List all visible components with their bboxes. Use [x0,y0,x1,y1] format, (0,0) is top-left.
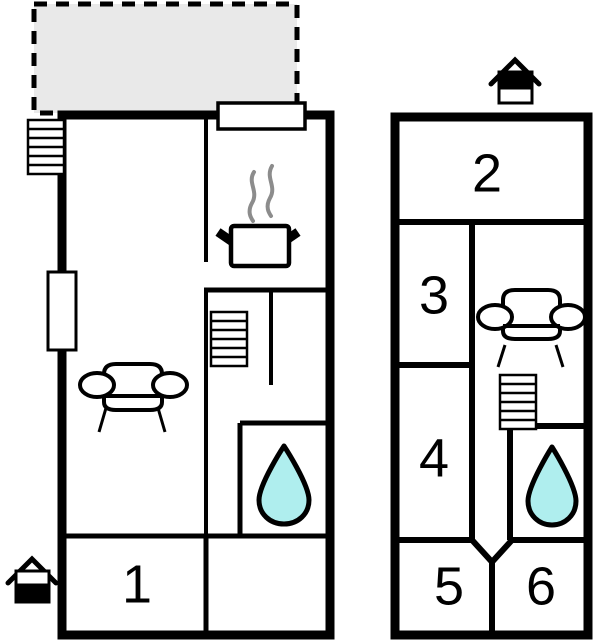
kitchen-pot-icon [215,164,301,269]
terrace-area [31,1,300,116]
water-drop-icon-ground [256,443,312,527]
upper-floor-diagonal-wall-right [489,537,515,565]
room-number-1: 1 [122,554,152,614]
sofa-icon-upper [476,288,587,368]
room-number-6: 6 [526,556,556,616]
room-number-4: 4 [419,428,449,488]
upper-floor-outer-wall [390,112,593,640]
room-number-2: 2 [472,143,502,203]
sofa-icon-ground [78,362,189,433]
room-number-3: 3 [419,265,449,325]
upper-floor-plan: 2 3 4 5 6 [390,56,593,640]
left-window-icon [46,270,78,352]
top-window-icon [216,101,307,131]
upper-floor-diagonal-wall-left [469,537,495,565]
interior-stairs-icon-upper [498,373,538,431]
water-drop-icon-upper [525,444,579,528]
exterior-stairs-icon [26,118,66,176]
interior-stairs-icon-ground [209,310,249,368]
ground-floor-plan: 1 [5,1,335,640]
house-entrance-icon-ground [5,555,59,604]
house-entrance-icon-upper [488,56,542,105]
room-number-5: 5 [434,556,464,616]
